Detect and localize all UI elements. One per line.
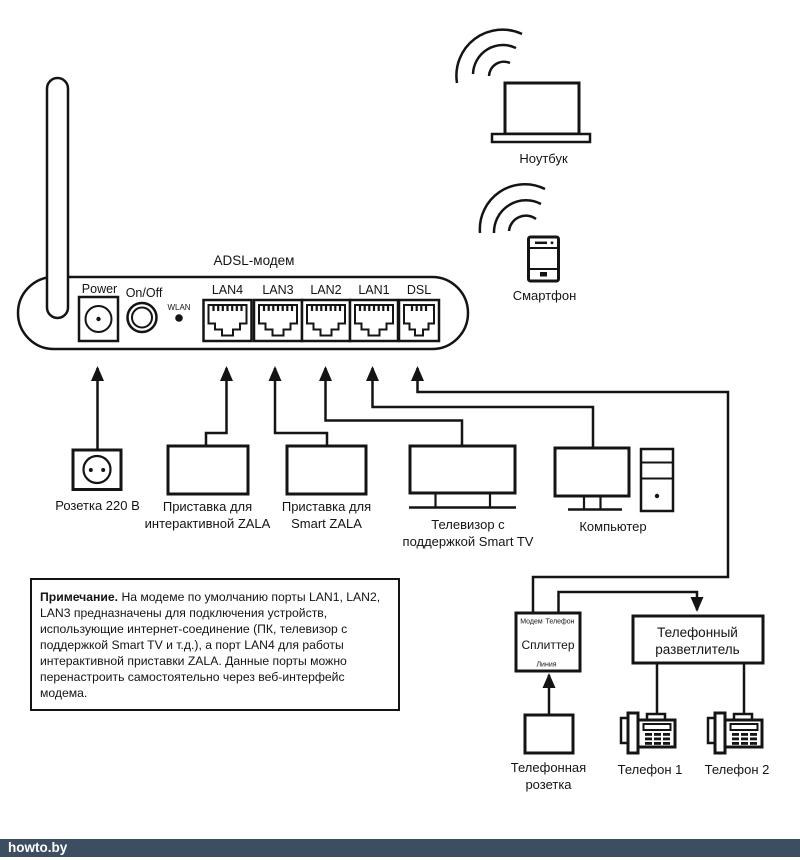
splitter-label: Сплиттер xyxy=(521,638,574,652)
tv-label-1: Телевизор с xyxy=(431,517,505,532)
computer: Компьютер xyxy=(553,446,675,534)
power-label: Power xyxy=(82,282,117,296)
note-body: На модеме по умолчанию порты LAN1, LAN2,… xyxy=(40,590,381,700)
port-lan2-label: LAN2 xyxy=(310,283,341,297)
port-lan1: LAN1 xyxy=(348,283,400,343)
port-lan4: LAN4 xyxy=(202,283,253,343)
footer-bar: howto.by xyxy=(0,839,800,857)
stb-interactive-label-1: Приставка для xyxy=(163,499,252,514)
laptop-icon xyxy=(503,81,581,136)
outlet-label: Розетка 220 В xyxy=(55,498,140,513)
splitter-port-modem-label: Модем xyxy=(520,619,543,626)
port-dsl: DSL xyxy=(397,283,441,343)
smartphone-icon xyxy=(527,235,560,283)
power-jack: Power xyxy=(77,282,120,343)
wifi-waves-icon xyxy=(478,182,546,234)
cable-stb-interactive-to-lan4 xyxy=(204,366,233,446)
cable-tv-to-lan2 xyxy=(319,366,464,446)
phone-splitter-label-1: Телефонный xyxy=(657,625,738,640)
modem-antenna xyxy=(45,76,70,320)
phone-2: Телефон 2 xyxy=(705,711,770,777)
computer-label: Компьютер xyxy=(579,519,646,534)
laptop: Ноутбук xyxy=(455,28,592,166)
port-lan4-label: LAN4 xyxy=(212,283,243,297)
modem-title: ADSL-модем xyxy=(214,253,295,268)
phone-icon xyxy=(619,711,677,755)
smart-tv: Телевизор с поддержкой Smart TV xyxy=(403,444,534,549)
tv-icon xyxy=(408,444,517,495)
wall-jack-icon xyxy=(523,713,575,755)
brand-logo: howto.by xyxy=(8,840,68,855)
phone-splitter-box xyxy=(631,614,765,665)
wall-jack-label-2: розетка xyxy=(525,777,572,792)
pc-tower-icon xyxy=(639,447,675,513)
port-lan3: LAN3 xyxy=(252,283,304,343)
smartphone-label: Смартфон xyxy=(513,288,577,303)
phone-1: Телефон 1 xyxy=(618,711,683,777)
stb-smart-zala: Приставка для Smart ZALA xyxy=(282,444,371,531)
stb-icon xyxy=(285,444,368,496)
laptop-label: Ноутбук xyxy=(519,151,568,166)
cable-computer-to-lan1 xyxy=(366,366,595,448)
splitter-port-phone-label: Телефон xyxy=(545,619,574,626)
wlan-label: WLAN xyxy=(167,303,190,312)
note-title: Примечание. xyxy=(40,590,119,604)
note-box: Примечание. На модеме по умолчанию порты… xyxy=(30,578,400,711)
phone-wall-jack: Телефонная розетка xyxy=(511,713,586,792)
stb-smart-label-2: Smart ZALA xyxy=(291,516,362,531)
stb-smart-label-1: Приставка для xyxy=(282,499,371,514)
port-lan1-label: LAN1 xyxy=(358,283,389,297)
phone-splitter: Телефонный разветлитель xyxy=(631,614,765,665)
wall-jack-label-1: Телефонная xyxy=(511,760,586,775)
phone-icon xyxy=(706,711,764,755)
power-outlet: Розетка 220 В xyxy=(55,448,140,513)
cable-splitter-to-phone-splitter xyxy=(557,590,704,613)
port-dsl-label: DSL xyxy=(407,283,431,297)
onoff-label: On/Off xyxy=(126,286,163,300)
splitter: Модем Телефон Сплиттер Линия xyxy=(514,611,582,673)
stb-interactive-zala: Приставка для интерактивной ZALA xyxy=(145,444,271,531)
phone2-label: Телефон 2 xyxy=(705,762,770,777)
connection-lines xyxy=(91,366,746,715)
smartphone: Смартфон xyxy=(478,182,577,303)
phone-splitter-label-2: разветлитель xyxy=(655,642,739,657)
stb-icon xyxy=(166,444,250,496)
stb-interactive-label-2: интерактивной ZALA xyxy=(145,516,271,531)
splitter-port-line-label: Линия xyxy=(536,662,556,669)
adsl-modem: ADSL-модем Power On/Off WLAN LAN4 LAN3 L… xyxy=(16,76,470,351)
wifi-waves-icon xyxy=(455,28,523,84)
wlan-led: WLAN xyxy=(167,303,191,322)
splitter-box xyxy=(514,611,582,673)
tv-label-2: поддержкой Smart TV xyxy=(403,534,534,549)
monitor-icon xyxy=(553,446,631,498)
phone1-label: Телефон 1 xyxy=(618,762,683,777)
port-lan2: LAN2 xyxy=(300,283,352,343)
cable-splitter-to-dsl xyxy=(411,366,730,613)
cable-stb-smart-to-lan3 xyxy=(268,366,329,446)
port-lan3-label: LAN3 xyxy=(262,283,293,297)
onoff-button: On/Off xyxy=(126,286,163,334)
